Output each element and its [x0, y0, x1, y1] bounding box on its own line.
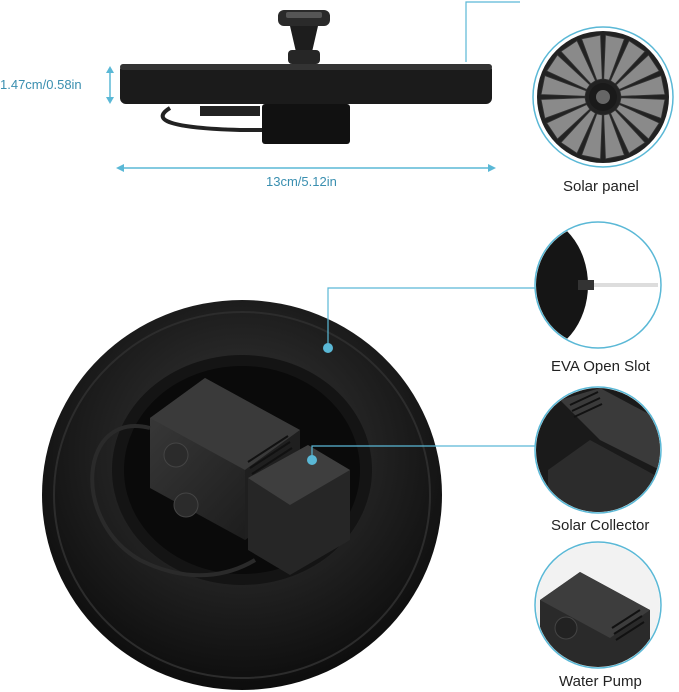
- eva-open-slot-label: EVA Open Slot: [551, 358, 650, 375]
- leader-line: [327, 287, 540, 348]
- solar-cell: [560, 109, 596, 154]
- solar-cell: [619, 75, 666, 97]
- solar-collector-thumbnail: [534, 386, 662, 514]
- solar-cell: [603, 34, 625, 81]
- leader-line: [465, 1, 520, 62]
- solar-cell: [603, 113, 625, 160]
- height-label: 1.47cm/0.58in: [0, 77, 82, 92]
- solar-panel-thumbnail: [532, 26, 674, 168]
- solar-collector-label: Solar Collector: [551, 517, 650, 534]
- solar-cell: [615, 54, 660, 90]
- solar-cell: [610, 40, 646, 85]
- solar-cell: [560, 40, 596, 85]
- solar-cell: [610, 109, 646, 154]
- solar-cell: [540, 75, 587, 97]
- diameter-label: 13cm/5.12in: [266, 174, 337, 189]
- water-pump-label: Water Pump: [559, 673, 642, 690]
- main-fountain-view: [42, 300, 442, 690]
- solar-cell: [540, 97, 587, 119]
- eva-slot-thumbnail: [534, 221, 662, 349]
- side-view-fountain: [120, 10, 492, 144]
- leader-line: [311, 445, 540, 460]
- solar-cell: [615, 104, 660, 140]
- diameter-dimension: [116, 164, 496, 172]
- solar-panel-label: Solar panel: [563, 178, 639, 195]
- height-dimension: [106, 66, 114, 104]
- solar-cell: [619, 97, 666, 119]
- water-pump-thumbnail: [534, 541, 662, 669]
- solar-cell: [546, 104, 591, 140]
- solar-cell: [546, 54, 591, 90]
- solar-cell: [581, 34, 603, 81]
- solar-cell: [581, 113, 603, 160]
